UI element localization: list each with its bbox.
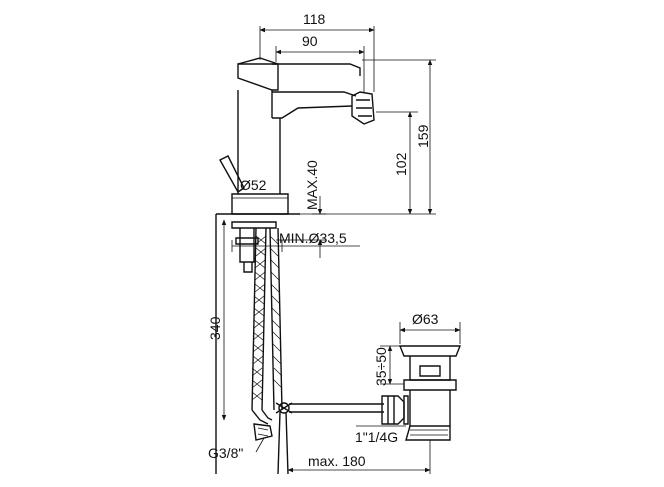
braided-hose-right [269, 227, 283, 411]
label-g38: G3/8" [208, 445, 243, 461]
dim-width-spout: 90 [275, 33, 365, 92]
label-35-50: 35÷50 [373, 347, 389, 386]
label-max180: max. 180 [308, 453, 366, 469]
label-159: 159 [415, 124, 431, 148]
dim-hole-diameter: MIN.Ø33,5 [231, 230, 360, 252]
mounting-hardware [231, 221, 277, 273]
dim-hose-thread: G3/8" [208, 437, 265, 461]
pop-up-waste [381, 345, 462, 441]
label-90: 90 [302, 33, 318, 49]
dim-waste-diameter: Ø63 [399, 311, 461, 344]
pop-up-rod [275, 402, 384, 475]
label-hole-diameter: MIN.Ø33,5 [279, 230, 347, 246]
label-max40: MAX.40 [304, 160, 320, 210]
label-1-1-4g: 1"1/4G [355, 429, 398, 445]
dim-width-overall: 118 [259, 11, 375, 92]
label-118: 118 [303, 11, 326, 27]
dim-height-outlet: 102 [376, 111, 418, 215]
dim-waste-range: 35÷50 [373, 345, 404, 386]
dim-waste-thread: 1"1/4G [355, 425, 406, 445]
dim-hose-length: 340 [207, 219, 227, 421]
dim-rod-length: max. 180 [287, 440, 431, 474]
label-102: 102 [393, 152, 409, 176]
dim-deck-thickness: MAX.40 [276, 160, 326, 258]
label-63: Ø63 [412, 311, 439, 327]
label-base-diameter: Ø52 [240, 177, 267, 193]
braided-hose-left [251, 227, 273, 441]
dim-height-overall: 159 [300, 59, 436, 215]
label-340: 340 [207, 316, 223, 340]
